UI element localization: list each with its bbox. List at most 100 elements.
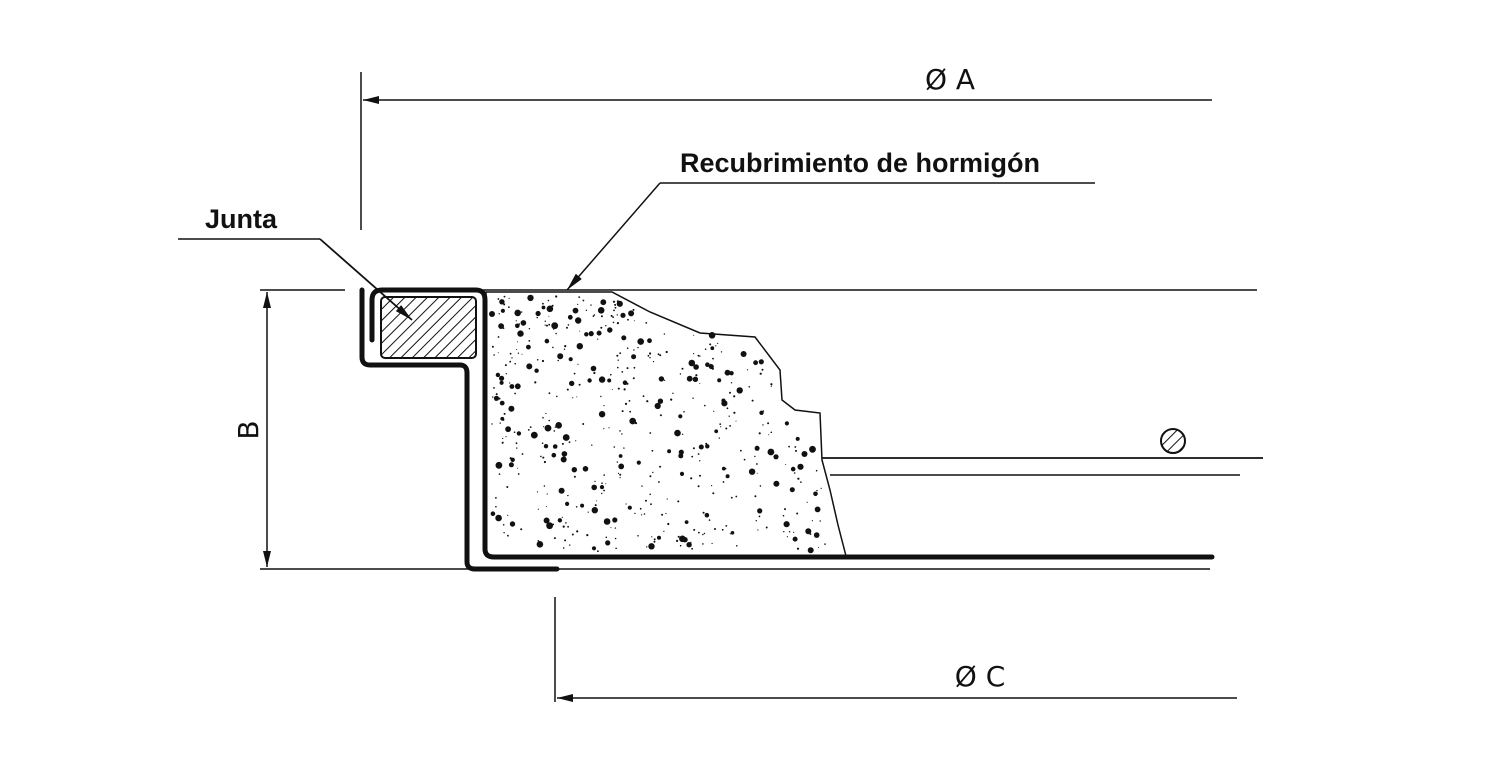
aggregate-dot bbox=[625, 503, 627, 505]
aggregate-dot bbox=[618, 454, 623, 458]
aggregate-dot bbox=[758, 432, 761, 435]
aggregate-dot bbox=[579, 330, 581, 332]
aggregate-dot bbox=[505, 373, 507, 375]
aggregate-dot bbox=[705, 442, 708, 445]
aggregate-dot bbox=[758, 515, 761, 518]
aggregate-dot bbox=[767, 422, 770, 425]
aggregate-dot bbox=[542, 302, 544, 305]
aggregate-dot bbox=[536, 359, 539, 361]
aggregate-dot bbox=[517, 352, 520, 354]
aggregate-dot bbox=[590, 304, 592, 306]
aggregate-dot bbox=[546, 324, 548, 327]
aggregate-dot bbox=[603, 518, 611, 525]
aggregate-dot bbox=[495, 461, 503, 469]
aggregate-dot bbox=[627, 505, 632, 510]
aggregate-dot bbox=[564, 345, 567, 348]
aggregate-dot bbox=[537, 540, 540, 542]
aggregate-dot bbox=[545, 412, 547, 415]
aggregate-dot bbox=[740, 351, 747, 357]
aggregate-dot bbox=[617, 472, 620, 474]
aggregate-dot bbox=[725, 474, 730, 479]
aggregate-dot bbox=[795, 436, 800, 441]
aggregate-dot bbox=[544, 338, 550, 344]
aggregate-dot bbox=[639, 338, 641, 341]
aggregate-dot bbox=[495, 505, 497, 508]
aggregate-dot bbox=[637, 346, 639, 349]
aggregate-dot bbox=[637, 535, 639, 537]
aggregate-dot bbox=[509, 384, 515, 389]
aggregate-dot bbox=[702, 533, 704, 536]
aggregate-dot bbox=[511, 357, 513, 359]
inner-steel-profile bbox=[369, 287, 1215, 560]
aggregate-dot bbox=[492, 396, 494, 398]
aggregate-dot bbox=[611, 388, 613, 390]
aggregate-dot bbox=[714, 429, 719, 434]
aggregate-dot bbox=[520, 320, 527, 326]
aggregate-dot bbox=[758, 359, 764, 365]
aggregate-dot bbox=[502, 524, 505, 526]
aggregate-dot bbox=[557, 353, 564, 360]
aggregate-dot bbox=[616, 322, 620, 325]
aggregate-dot bbox=[576, 530, 579, 533]
aggregate-dot bbox=[555, 422, 562, 429]
aggregate-dot bbox=[546, 308, 549, 311]
concrete-coating bbox=[485, 291, 847, 557]
concrete-callout: Recubrimiento de hormigón bbox=[566, 148, 1095, 291]
aggregate-dot bbox=[600, 315, 603, 318]
aggregate-dot bbox=[610, 373, 612, 376]
aggregate-dot bbox=[759, 410, 764, 415]
aggregate-dot bbox=[784, 508, 786, 511]
aggregate-dot bbox=[499, 400, 505, 406]
aggregate-dot bbox=[639, 507, 642, 510]
aggregate-dot bbox=[755, 520, 757, 522]
aggregate-dot bbox=[601, 492, 603, 495]
aggregate-dot bbox=[508, 405, 515, 412]
aggregate-dot bbox=[597, 338, 599, 340]
aggregate-dot bbox=[498, 323, 504, 329]
aggregate-dot bbox=[759, 485, 762, 487]
aggregate-dot bbox=[636, 460, 641, 465]
aggregate-dot bbox=[501, 441, 504, 444]
aggregate-dot bbox=[748, 468, 756, 475]
aggregate-dot bbox=[762, 424, 764, 426]
aggregate-dot bbox=[711, 367, 715, 370]
aggregate-dot bbox=[621, 335, 627, 341]
aggregate-dot bbox=[616, 461, 619, 463]
aggregate-dot bbox=[770, 383, 773, 386]
aggregate-dot bbox=[545, 506, 547, 507]
aggregate-dot bbox=[645, 499, 647, 502]
aggregate-dot bbox=[572, 307, 579, 314]
aggregate-dot bbox=[702, 543, 704, 545]
aggregate-dot bbox=[767, 448, 775, 456]
aggregate-dot bbox=[617, 387, 620, 390]
aggregate-dot bbox=[789, 487, 795, 493]
aggregate-dot bbox=[521, 453, 524, 455]
aggregate-dot bbox=[578, 383, 581, 386]
aggregate-dot bbox=[815, 469, 818, 472]
aggregate-dot bbox=[718, 437, 720, 439]
aggregate-dot bbox=[730, 382, 733, 384]
aggregate-dot bbox=[547, 299, 550, 302]
aggregate-dot bbox=[619, 473, 622, 476]
aggregate-dot bbox=[495, 514, 502, 522]
aggregate-dot bbox=[783, 521, 790, 528]
aggregate-dot bbox=[490, 511, 496, 516]
aggregate-dot bbox=[521, 353, 523, 355]
aggregate-dot bbox=[571, 467, 577, 473]
aggregate-dot bbox=[552, 444, 558, 449]
aggregate-dot bbox=[509, 521, 516, 527]
aggregate-dot bbox=[505, 436, 507, 438]
aggregate-dot bbox=[529, 426, 532, 428]
aggregate-dot bbox=[658, 376, 665, 382]
aggregate-dot bbox=[573, 309, 576, 311]
aggregate-dot bbox=[819, 520, 821, 522]
aggregate-dot bbox=[605, 540, 611, 546]
aggregate-dot bbox=[568, 357, 573, 362]
aggregate-dot bbox=[699, 355, 701, 357]
aggregate-dot bbox=[596, 500, 598, 502]
aggregate-dot bbox=[600, 395, 602, 398]
aggregate-dot bbox=[805, 528, 812, 535]
aggregate-dot bbox=[631, 354, 637, 360]
aggregate-dot bbox=[800, 481, 802, 483]
aggregate-dot bbox=[730, 531, 735, 535]
